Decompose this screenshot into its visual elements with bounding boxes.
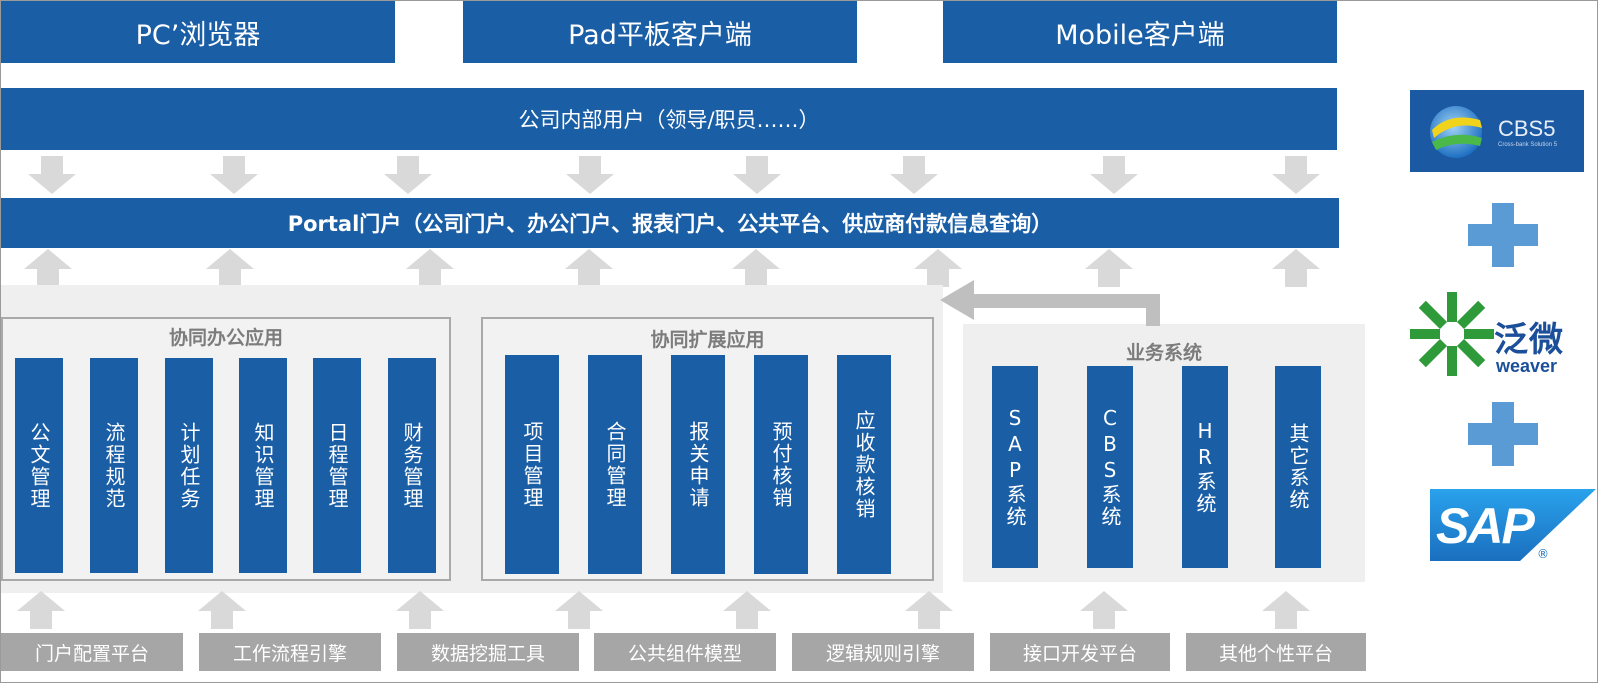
office-app-item-6: 财务管理 [388,358,436,573]
down-arrow-icon-2 [210,156,258,194]
office-app-item-1: 公文管理 [15,358,63,573]
office-app-item-4: 知识管理 [239,358,287,573]
extension-app-item-1: 项目管理 [505,355,559,574]
business-system-item-label: SAP系统 [1003,406,1027,528]
client-mobile: Mobile客户端 [943,1,1337,63]
extension-app-item-label: 报关申请 [686,420,710,509]
down-arrow-icon-1 [28,156,76,194]
client-pad-label: Pad平板客户端 [568,19,752,51]
office-app-item-label: 知识管理 [251,421,275,510]
weaver-star-icon [1410,292,1494,376]
business-system-item-1: SAP系统 [992,366,1038,568]
down-arrow-icon-5 [733,156,781,194]
down-arrow-icon-3 [384,156,432,194]
weaver-logo-cn: 泛微 [1494,320,1564,360]
tool-1: 门户配置平台 [1,633,183,671]
up-arrow-icon-portal-7 [1085,249,1133,287]
extension-app-item-5: 应收款核销 [837,355,891,574]
portal-label: Portal门户（公司门户、办公门户、报表门户、公共平台、供应商付款信息查询） [287,212,1053,236]
up-arrow-icon-tools-6 [905,591,953,629]
client-pc-label: PC’浏览器 [135,19,261,51]
up-arrow-icon-tools-1 [17,591,65,629]
client-mobile-label: Mobile客户端 [1055,19,1225,51]
internal-users-bar: 公司内部用户（领导/职员……） [1,88,1337,150]
extension-app-item-label: 项目管理 [520,420,544,509]
extension-apps-title: 协同扩展应用 [650,329,765,351]
internal-users-label: 公司内部用户（领导/职员……） [518,108,820,132]
down-arrow-icon-7 [1090,156,1138,194]
business-system-item-label: CBS系统 [1098,406,1122,528]
up-arrow-icon-portal-6 [914,249,962,287]
down-arrow-icon-8 [1272,156,1320,194]
office-app-item-3: 计划任务 [165,358,213,573]
up-arrow-icon-portal-1 [24,249,72,287]
up-arrow-icon-tools-5 [723,591,771,629]
up-arrow-icon-portal-5 [732,249,780,287]
business-system-item-3: HR系统 [1182,366,1228,568]
tool-7: 其他个性平台 [1186,633,1366,671]
sap-logo-text: SAP [1436,498,1535,554]
weaver-logo: 泛微 weaver [1410,290,1590,380]
tool-4: 公共组件模型 [594,633,776,671]
business-system-item-label: 其它系统 [1286,423,1310,511]
office-app-item-label: 公文管理 [27,421,51,510]
weaver-logo-en: weaver [1496,356,1558,376]
portal-bar: Portal门户（公司门户、办公门户、报表门户、公共平台、供应商付款信息查询） [1,198,1339,248]
up-arrow-icon-portal-4 [565,249,613,287]
office-apps-title: 协同办公应用 [168,327,283,349]
business-systems-title: 业务系统 [1125,342,1202,364]
down-arrow-icon-4 [566,156,614,194]
office-app-item-2: 流程规范 [90,358,138,573]
office-app-item-label: 财务管理 [400,421,424,510]
business-to-portal-arrow [940,280,1160,326]
office-app-item-label: 日程管理 [325,421,349,510]
extension-app-item-3: 报关申请 [671,355,725,574]
up-arrow-icon-portal-3 [406,249,454,287]
office-app-item-label: 流程规范 [102,421,126,510]
business-system-item-label: HR系统 [1193,419,1217,515]
client-pad: Pad平板客户端 [463,1,857,63]
tool-5: 逻辑规则引擎 [792,633,974,671]
client-pc-browser: PC’浏览器 [1,1,395,63]
office-app-item-label: 计划任务 [177,421,201,510]
sap-logo: SAP ® [1430,489,1596,571]
plus-icon [1468,203,1538,267]
extension-app-item-2: 合同管理 [588,355,642,574]
office-app-item-5: 日程管理 [313,358,361,573]
up-arrow-icon-tools-4 [555,591,603,629]
up-arrow-icon-tools-8 [1262,591,1310,629]
cbs5-logo-subtext: Cross-bank Solution 5 [1498,142,1558,148]
up-arrow-icon-tools-2 [198,591,246,629]
up-arrow-icon-portal-2 [206,249,254,287]
office-apps-group: 协同办公应用 [1,317,451,581]
tool-6: 接口开发平台 [990,633,1170,671]
up-arrow-icon-tools-3 [396,591,444,629]
extension-app-item-label: 合同管理 [603,420,627,509]
cbs5-logo-text: CBS5 [1498,116,1556,141]
cbs5-logo: CBS5 Cross-bank Solution 5 [1410,90,1584,172]
plus-icon-2 [1468,402,1538,466]
tool-3: 数据挖掘工具 [397,633,579,671]
extension-app-item-label: 应收款核销 [852,409,876,520]
tool-2: 工作流程引擎 [199,633,381,671]
business-system-item-4: 其它系统 [1275,366,1321,568]
up-arrow-icon-portal-8 [1272,249,1320,287]
up-arrow-icon-tools-7 [1080,591,1128,629]
extension-app-item-4: 预付核销 [754,355,808,574]
extension-app-item-label: 预付核销 [769,420,793,509]
business-system-item-2: CBS系统 [1087,366,1133,568]
down-arrow-icon-6 [890,156,938,194]
cbs5-globe-icon [1430,106,1482,158]
sap-registered-mark: ® [1537,547,1549,561]
sap-logo-shape [1430,489,1596,561]
